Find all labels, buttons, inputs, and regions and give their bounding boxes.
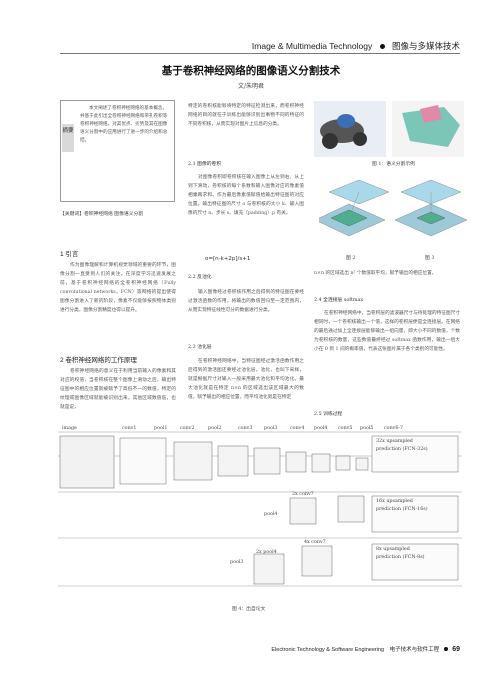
- fcn-stage-label: pool3: [264, 426, 278, 431]
- abstract-text: 本文阐述了卷积神经网络的基本概念，并基于此引出全卷积神经网络和带孔卷积等卷积神经…: [80, 106, 168, 144]
- pool4-label: pool4: [264, 512, 278, 517]
- page-footer: Electronic Technology & Software Enginee…: [271, 645, 460, 653]
- fcn-stage-label: conv1: [122, 426, 137, 431]
- figure-2-caption: 图 2: [346, 256, 356, 261]
- fcn-8s-label-2: prediction (FCN-8s): [376, 555, 425, 560]
- footer-journal-en: Electronic Technology & Software Enginee…: [271, 647, 385, 653]
- section-2-1-title: 2.1 图像的卷积: [188, 162, 222, 167]
- footer-journal-cn: 电子技术与软件工程: [389, 647, 440, 653]
- section-2-1-body: 对图像卷积即卷积核在输入图像上从左到右，从上到下滑动，卷积核的每个系数和输入图像…: [188, 175, 304, 216]
- figure-3-caption: 图 3: [425, 256, 435, 261]
- section-2-5-title: 2.5 训练过程: [314, 412, 343, 417]
- segment-person: [420, 105, 442, 123]
- keywords: 【关键词】卷积神经网络 图像语义分割: [60, 212, 144, 217]
- fcn-8s-label-1: 8x upsampled: [376, 547, 410, 552]
- section-2-2-title: 2.2 反池化: [188, 275, 212, 280]
- fcn-stage-label: pool1: [154, 426, 168, 431]
- fcn-stage-label: pool4: [314, 426, 328, 431]
- formula: o=[n-k+2p]/s+1: [205, 256, 251, 262]
- section-2-4-body: 在卷积神经网络中，当卷积层的滤波器尺寸与待处理的特征图尺寸相同时，一个卷积核输出…: [314, 311, 460, 352]
- section-2-4-title: 2.4 全连接层 softmax: [314, 298, 364, 303]
- fcn-stage-label: conv2: [180, 426, 195, 431]
- figure-1-caption: 图 1：语义分割示例: [372, 162, 415, 167]
- rider-shape: [337, 114, 355, 128]
- fcn-stage-label: conv3: [238, 426, 253, 431]
- journal-header: Image & Multimedia Technology 图像与多媒体技术: [252, 40, 460, 52]
- fcn-stage-label: conv5: [338, 426, 353, 431]
- right-paragraph: n×n 的区域选出 n² 个数值取平均，赋予输出的相应位置。: [314, 271, 437, 276]
- journal-name-en: Image & Multimedia Technology: [251, 41, 373, 51]
- article-title: 基于卷积神经网络的图像语义分割技术: [161, 65, 341, 77]
- fcn-diagram: image conv1 pool1 conv2 pool2 conv3 pool…: [58, 426, 462, 601]
- figures-2-3-graphic: [319, 179, 468, 237]
- fcn-32s-label-1: 32x upsampled: [376, 439, 413, 444]
- front-wheel: [322, 133, 338, 149]
- section-2-title: 2 卷积神经网络的工作原理: [60, 357, 137, 364]
- fcn-16s-label-2: prediction (FCN-16s): [376, 507, 428, 512]
- pool4-2x-label: 2x pool4: [256, 550, 277, 555]
- section-2-3-body: 在卷积神经网络中，当特征图经过激活函数作用之后得到的激活图还要经过池化层。池化，…: [188, 359, 304, 400]
- header-rule: [60, 53, 460, 54]
- abstract-label: 摘要: [62, 124, 74, 152]
- conv7-4x-label: 4x conv7: [304, 540, 326, 545]
- fcn-diagram-lines: [58, 431, 462, 587]
- fcn-stage-label: image: [62, 426, 77, 431]
- fcn-stage-label: conv4: [290, 426, 305, 431]
- figure-3-grid: [394, 179, 468, 237]
- section-2-body: 卷积神经网络的意义在于利用当前输入的像素和其对应的权值，当卷积核在整个图像上滑动…: [60, 369, 176, 410]
- section-1-body: 作为图像理解和计算机视觉领域的重要的环节，图像分割一直受到人们的关注。在深度学习…: [60, 263, 176, 313]
- segment-bike: [402, 107, 460, 147]
- figure-1-image: [314, 101, 464, 157]
- rear-wheel: [353, 132, 367, 146]
- page-number: 69: [452, 646, 460, 653]
- section-1-title: 1 引言: [60, 251, 79, 258]
- figure-2-grid: [319, 179, 390, 237]
- abstract-box: [60, 100, 175, 202]
- bullet-dot-icon: [379, 43, 385, 49]
- pool3-label: pool3: [230, 560, 244, 565]
- section-2-2-body: 输入图像经过卷积核作用之后得到的特征图在要经过激活函数的作用，将输出的数值回归至…: [188, 290, 304, 313]
- fcn-stage-label: pool5: [360, 426, 374, 431]
- section-2-3-title: 2.3 池化层: [188, 345, 212, 350]
- conv7-2x-label: 2x conv7: [292, 492, 314, 497]
- fcn-stage-label: pool2: [208, 426, 222, 431]
- figure-4-caption: 图 4：出自论文: [232, 607, 266, 612]
- article-author: 文/朱明君: [237, 83, 265, 90]
- footer-bullet-icon: [443, 647, 448, 652]
- journal-name-cn: 图像与多媒体技术: [391, 41, 460, 51]
- mid-paragraph: 特定的卷积核能够将特定的特征检测出来，而卷积神经网络的目的就在于训练出能够识别出…: [188, 104, 304, 127]
- fcn-16s-label-1: 16x upsampled: [376, 499, 413, 504]
- fcn-32s-label-2: prediction (FCN-32s): [376, 447, 428, 452]
- fcn-stage-label: conv6-7: [384, 426, 404, 431]
